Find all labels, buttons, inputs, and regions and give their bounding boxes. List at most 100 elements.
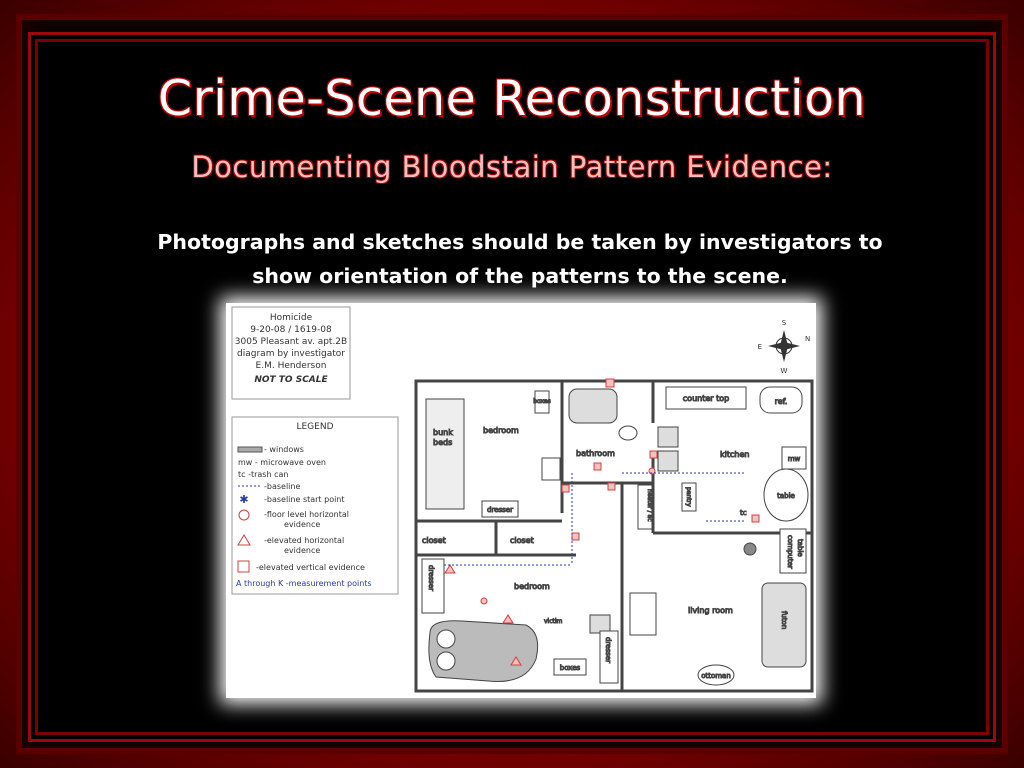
stove	[657, 426, 679, 448]
body-line-2: show orientation of the patterns to the …	[252, 264, 788, 288]
slide-subtitle: Documenting Bloodstain Pattern Evidence:	[191, 150, 833, 184]
legend-item-2: tc -trash can	[238, 470, 288, 479]
header-line-2: 9-20-08 / 1619-08	[250, 325, 332, 335]
evidence-square	[571, 532, 580, 541]
legend-item-5: -floor level horizontal	[264, 510, 349, 519]
legend-item-1: mw - microwave oven	[238, 458, 326, 467]
evidence-square	[751, 514, 760, 523]
mw-label: mw	[788, 455, 801, 463]
futon	[761, 582, 807, 668]
boxes-bottom-label: boxes	[560, 664, 581, 672]
bed-bottom	[428, 620, 539, 683]
room-bedroom-top: bedroom	[483, 426, 519, 435]
legend-item-4: -baseline start point	[264, 495, 345, 504]
bunk-label-2: beds	[433, 438, 452, 447]
counter-top-label: counter top	[683, 394, 729, 403]
slide-title: Crime-Scene Reconstruction	[157, 70, 867, 127]
tv	[629, 592, 657, 636]
compass-w: W	[781, 367, 788, 375]
evidence-markers	[444, 378, 760, 666]
dresser-left-label: dresser	[427, 565, 435, 591]
header-line-6: NOT TO SCALE	[254, 375, 328, 385]
legend-title: LEGEND	[296, 422, 333, 432]
boxes-top	[534, 390, 550, 414]
legend-item-10: A through K -measurement points	[236, 579, 372, 588]
room-closet-2: closet	[510, 536, 534, 545]
compass-n: N	[805, 335, 810, 343]
evidence-square	[605, 378, 615, 388]
ottoman-label: ottoman	[701, 672, 731, 680]
compass-icon: S N E W	[758, 319, 811, 375]
legend-item-9: -elevated vertical evidence	[256, 563, 365, 572]
victim-label: victim	[544, 618, 563, 625]
counter-top	[665, 386, 747, 410]
table-label: table	[777, 492, 795, 500]
legend-item-7: -elevated horizontal	[264, 536, 344, 545]
triangle-icon	[237, 534, 251, 546]
pantry	[681, 482, 697, 512]
room-bedroom-bottom: bedroom	[514, 582, 550, 591]
room-kitchen: kitchen	[720, 450, 749, 459]
dresser-right	[599, 630, 619, 684]
dresser-mid	[481, 500, 519, 518]
legend-item-6: evidence	[284, 520, 320, 529]
toilet	[618, 425, 638, 441]
boxes-top-label: boxes	[533, 398, 550, 405]
evidence-circle	[480, 597, 488, 605]
evidence-triangle	[510, 656, 522, 666]
ref-label: ref.	[775, 397, 788, 406]
dresser-left	[421, 558, 445, 614]
ottoman	[697, 664, 735, 686]
tv-stand	[589, 614, 611, 634]
refrigerator	[759, 386, 803, 414]
header-line-5: E.M. Henderson	[256, 361, 327, 371]
room-living-room: living room	[688, 606, 733, 615]
legend-item-8: evidence	[284, 546, 320, 555]
evidence-square	[593, 462, 602, 471]
legend-item-0: - windows	[264, 445, 304, 454]
header-line-3: 3005 Pleasant av. apt.2B	[235, 337, 347, 347]
case-header: Homicide 9-20-08 / 1619-08 3005 Pleasant…	[231, 306, 351, 400]
square-icon	[237, 560, 250, 573]
computer-table-label-2: table	[796, 539, 804, 557]
tc-label: tc	[740, 509, 747, 517]
circle-icon	[238, 509, 250, 521]
compass-s: S	[782, 319, 787, 327]
furniture: bunk beds bedroom boxes dresser closet c…	[421, 386, 809, 686]
trash-can	[743, 542, 757, 556]
baseline	[444, 472, 746, 566]
heater-label: heater / ac	[646, 489, 653, 522]
slide-body: Photographs and sketches should be taken…	[90, 225, 950, 293]
heater	[637, 484, 653, 530]
bunk-beds	[425, 398, 465, 510]
room-closet-1: closet	[422, 536, 446, 545]
dresser-mid-label: dresser	[487, 506, 513, 514]
window-symbol	[237, 446, 263, 453]
header-line-1: Homicide	[270, 313, 313, 323]
sink	[657, 450, 679, 472]
evidence-triangle	[502, 614, 514, 624]
bunk-label-1: bunk	[433, 428, 453, 437]
legend-item-3: -baseline	[264, 482, 300, 491]
kitchen-table	[763, 468, 809, 522]
computer-table-label-1: computer	[786, 535, 794, 569]
evidence-triangle	[444, 564, 456, 574]
crime-scene-diagram: Homicide 9-20-08 / 1619-08 3005 Pleasant…	[226, 303, 816, 698]
evidence-square	[607, 482, 616, 491]
header-line-4: diagram by investigator	[237, 349, 345, 359]
dresser-right-label: dresser	[604, 637, 612, 663]
star-icon: ✱	[239, 493, 248, 506]
evidence-square	[649, 450, 658, 459]
room-bathroom: bathroom	[576, 449, 615, 458]
bathtub	[568, 388, 618, 424]
futon-label: futon	[780, 611, 788, 629]
body-line-1: Photographs and sketches should be taken…	[157, 230, 883, 254]
compass-e: E	[758, 343, 762, 351]
legend: LEGEND - windows mw - microwave oven tc …	[231, 416, 399, 595]
microwave	[781, 446, 807, 470]
evidence-square	[561, 484, 570, 493]
boxes-bottom	[553, 658, 587, 676]
pantry-label: pantry	[685, 487, 692, 507]
computer-table	[779, 528, 807, 574]
